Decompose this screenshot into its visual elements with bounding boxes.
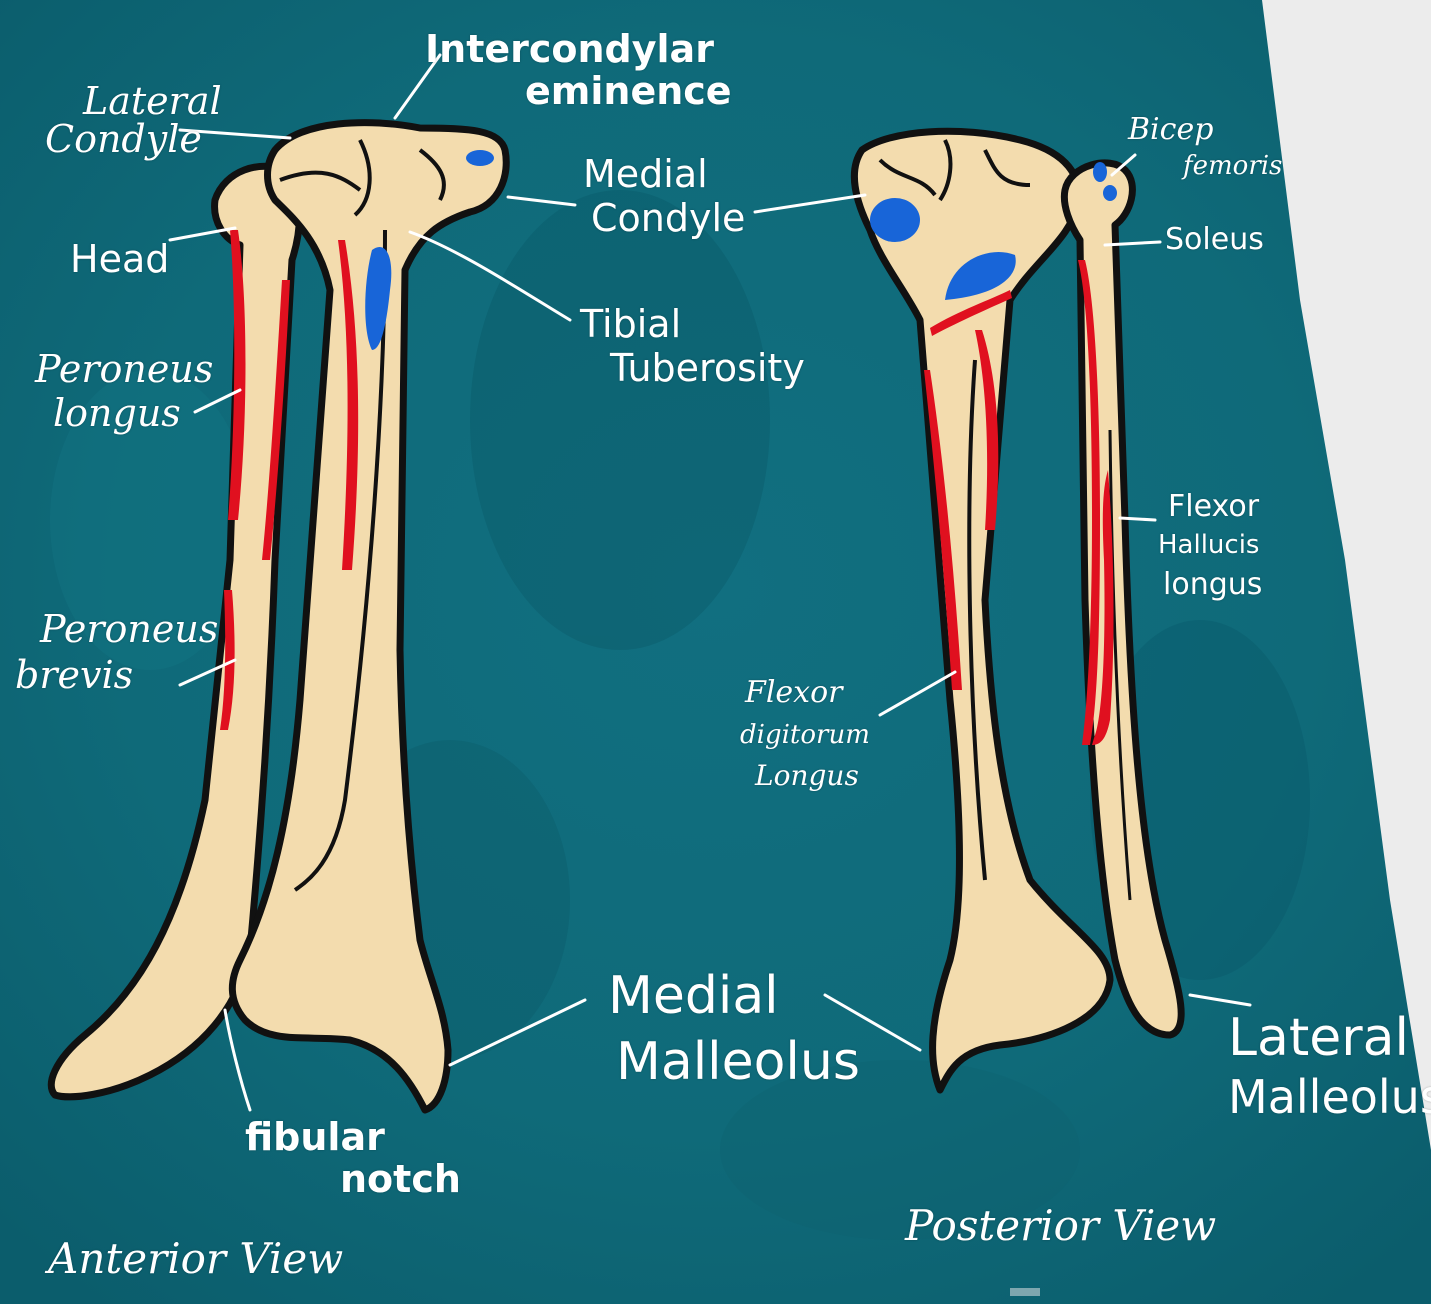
posterior-view-title: Posterior View [905,1205,1216,1247]
label-lateral-malleolus: Lateral Malleolus [1228,1012,1431,1120]
label-flexor-digitorum-line2: digitorum [740,722,870,748]
label-medial-condyle-line1: Medial [583,155,745,193]
label-lateral-malleolus-line1: Lateral [1228,1012,1431,1064]
label-soleus-line1: Soleus [1165,225,1264,255]
label-peroneus-longus: Peroneus longus [35,350,213,432]
label-lateral-condyle-line1: Lateral [83,82,222,120]
label-bicep-femoris-line1: Bicep [1128,115,1282,145]
label-peroneus-brevis: Peroneus brevis [15,610,218,694]
label-tibial-tuberosity-line2: Tuberosity [610,349,805,387]
label-head: Head [70,240,169,278]
label-medial-malleolus: Medial Malleolus [608,970,860,1088]
posterior-semimembranosus-blue [870,198,920,242]
label-flexor-digitorum-line1: Flexor [745,678,870,708]
label-tibial-tuberosity-line1: Tibial [580,305,805,343]
label-flexor-hallucis-line1: Flexor [1168,492,1262,522]
label-lateral-condyle: Lateral Condyle [45,82,222,158]
label-bicep-femoris: Bicep femoris [1128,115,1282,179]
label-peroneus-brevis-line2: brevis [15,656,218,694]
label-medial-condyle: Medial Condyle [583,155,745,237]
label-peroneus-longus-line2: longus [53,394,213,432]
label-fibular-notch-line1: fibular [245,1118,461,1156]
label-medial-malleolus-line1: Medial [608,970,860,1022]
label-lateral-malleolus-line2: Malleolus [1228,1074,1431,1120]
leader-flexor-hallucis [1120,518,1155,520]
label-intercondylar-line1: Intercondylar [425,30,732,68]
label-soleus: Soleus [1165,225,1264,255]
label-intercondylar-line2: eminence [525,72,732,110]
label-lateral-condyle-line2: Condyle [45,120,222,158]
anterior-view-title: Anterior View [48,1238,343,1280]
posterior-bicep-femoris-blue-1 [1093,162,1107,182]
label-intercondylar-eminence: Intercondylar eminence [425,30,732,110]
posterior-bicep-femoris-blue-2 [1103,185,1117,201]
label-medial-malleolus-line2: Malleolus [616,1036,860,1088]
label-medial-condyle-line2: Condyle [591,199,745,237]
label-flexor-hallucis-longus: Flexor Hallucis longus [1158,492,1262,600]
label-tibial-tuberosity: Tibial Tuberosity [580,305,805,387]
label-peroneus-brevis-line1: Peroneus [40,610,218,648]
label-fibular-notch-line2: notch [340,1160,461,1198]
label-head-line1: Head [70,240,169,278]
label-flexor-digitorum-longus: Flexor digitorum Longus [740,678,870,790]
label-peroneus-longus-line1: Peroneus [35,350,213,388]
label-flexor-hallucis-line2: Hallucis [1158,532,1262,558]
label-flexor-digitorum-line3: Longus [755,762,870,790]
bottom-smudge [1010,1288,1040,1296]
anterior-medial-condyle-blue [466,150,494,166]
label-flexor-hallucis-line3: longus [1163,570,1262,600]
label-bicep-femoris-line2: femoris [1183,153,1282,179]
label-fibular-notch: fibular notch [245,1118,461,1198]
